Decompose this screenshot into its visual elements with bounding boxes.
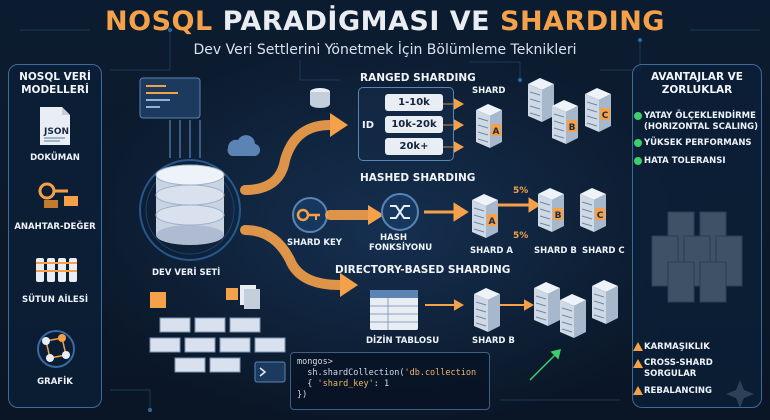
ranged-sharding-title: RANGED SHARDING (360, 72, 476, 84)
directory-server-1 (534, 282, 560, 326)
code-line-3b: 'shard_key' (317, 379, 374, 389)
ranged-shard-b: B (552, 100, 578, 144)
dataset-label: DEV VERİ SETİ (152, 268, 221, 278)
svg-text:C: C (602, 111, 609, 121)
svg-text:A: A (489, 217, 496, 227)
mini-database-icon (310, 88, 330, 108)
code-line-2a: sh.shardCollection( (297, 368, 405, 378)
code-line-1: mongos> (297, 357, 333, 367)
hashed-shard-b: B (538, 188, 564, 232)
file-icons (150, 285, 260, 309)
advantage-horizontal-scaling: YATAY ÖLÇEKLENDİRME (644, 111, 756, 121)
right-panel-title-2: ZORLUKLAR (661, 84, 733, 96)
advantage-horizontal-scaling-en: (HORIZONTAL SCALING) (644, 122, 759, 132)
directory-shard-b (474, 288, 500, 332)
hashed-sharding-title: HASHED SHARDING (360, 172, 476, 184)
page-subtitle: Dev Veri Settlerini Yönetmek İçin Bölüml… (193, 42, 577, 58)
left-panel-title-1: NOSQL VERİ (19, 71, 91, 83)
model-column-family: SÜTUN AİLESİ (21, 295, 89, 305)
challenge-complexity: KARMAŞIKLIK (644, 342, 710, 352)
model-key-value: ANAHTAR-DEĞER (14, 222, 96, 232)
model-graph: GRAFİK (37, 377, 73, 387)
pros-cons-panel: AVANTAJLAR VE ZORLUKLAR (632, 64, 762, 408)
page-title: NOSQL PARADİGMASI VE SHARDING (0, 6, 770, 37)
code-line-3a: { (297, 379, 318, 389)
shard-key-label: SHARD KEY (287, 238, 342, 248)
hashed-shard-a: A (472, 194, 498, 238)
directory-shard-label: SHARD B (472, 336, 515, 346)
document-icon (40, 107, 70, 145)
ranged-shard-c: C (585, 88, 611, 132)
json-label: JSON (44, 127, 70, 137)
code-line-4: }) (297, 390, 308, 400)
range-3: 20k+ (385, 138, 443, 155)
svg-text:C: C (597, 211, 604, 221)
terminal-icon (254, 361, 286, 383)
title-part-3: SHARDING (500, 6, 665, 37)
ranged-shard-a: A (476, 104, 502, 148)
hashed-shard-c: C (580, 188, 606, 232)
warning-icon (633, 342, 643, 395)
range-2: 10k-20k (385, 116, 443, 133)
directory-server-3 (592, 280, 618, 324)
svg-text:B: B (569, 123, 576, 133)
hash-shard-b: SHARD B (534, 246, 577, 256)
advantage-fault-tolerance: HATA TOLERANSI (644, 156, 726, 166)
challenge-queries: SORGULAR (644, 369, 697, 379)
advantage-performance: YÜKSEK PERFORMANS (644, 138, 752, 148)
ranged-server (528, 78, 554, 122)
directory-table-icon (370, 290, 418, 330)
left-panel-title-2: MODELLERİ (21, 84, 89, 96)
code-line-3c: : 1 (373, 379, 390, 389)
key-value-icon (38, 182, 78, 208)
monitor-icon (139, 77, 201, 119)
hash-label-1: HASH (380, 233, 407, 243)
check-icon (634, 112, 642, 165)
hash-shard-a: SHARD A (470, 246, 513, 256)
column-family-icon (36, 258, 77, 282)
hash-pct-bottom: 5% (513, 231, 529, 241)
svg-text:B: B (555, 211, 562, 221)
ranged-shard-label: SHARD (472, 86, 506, 96)
challenge-cross-shard: CROSS-SHARD (644, 358, 713, 368)
right-panel-title-1: AVANTAJLAR VE (651, 71, 743, 83)
hash-function-icon (381, 193, 419, 231)
graph-icon (37, 330, 75, 368)
directory-sharding-title: DIRECTORY-BASED SHARDING (335, 264, 511, 276)
range-1: 1-10k (385, 94, 443, 111)
code-line-2b: 'db.collection (404, 368, 477, 378)
hash-label-2: FONKSİYONU (369, 243, 433, 253)
svg-text:A: A (493, 127, 500, 137)
mongos-code-block: mongos> sh.shardCollection('db.collectio… (290, 352, 490, 410)
directory-server-2 (560, 294, 586, 338)
directory-table-label: DİZİN TABLOSU (366, 336, 440, 346)
hash-pct-top: 5% (513, 186, 529, 196)
challenge-rebalancing: REBALANCING (644, 386, 713, 396)
ranged-id-label: ID (362, 120, 375, 131)
big-dataset-database-icon (139, 159, 241, 261)
data-blocks (149, 317, 286, 373)
title-part-2: PARADİGMASI VE (222, 6, 491, 37)
hash-shard-c: SHARD C (582, 246, 625, 256)
title-part-1: NOSQL (105, 6, 213, 37)
model-document: DOKÜMAN (30, 153, 80, 163)
cloud-icon (227, 135, 261, 157)
